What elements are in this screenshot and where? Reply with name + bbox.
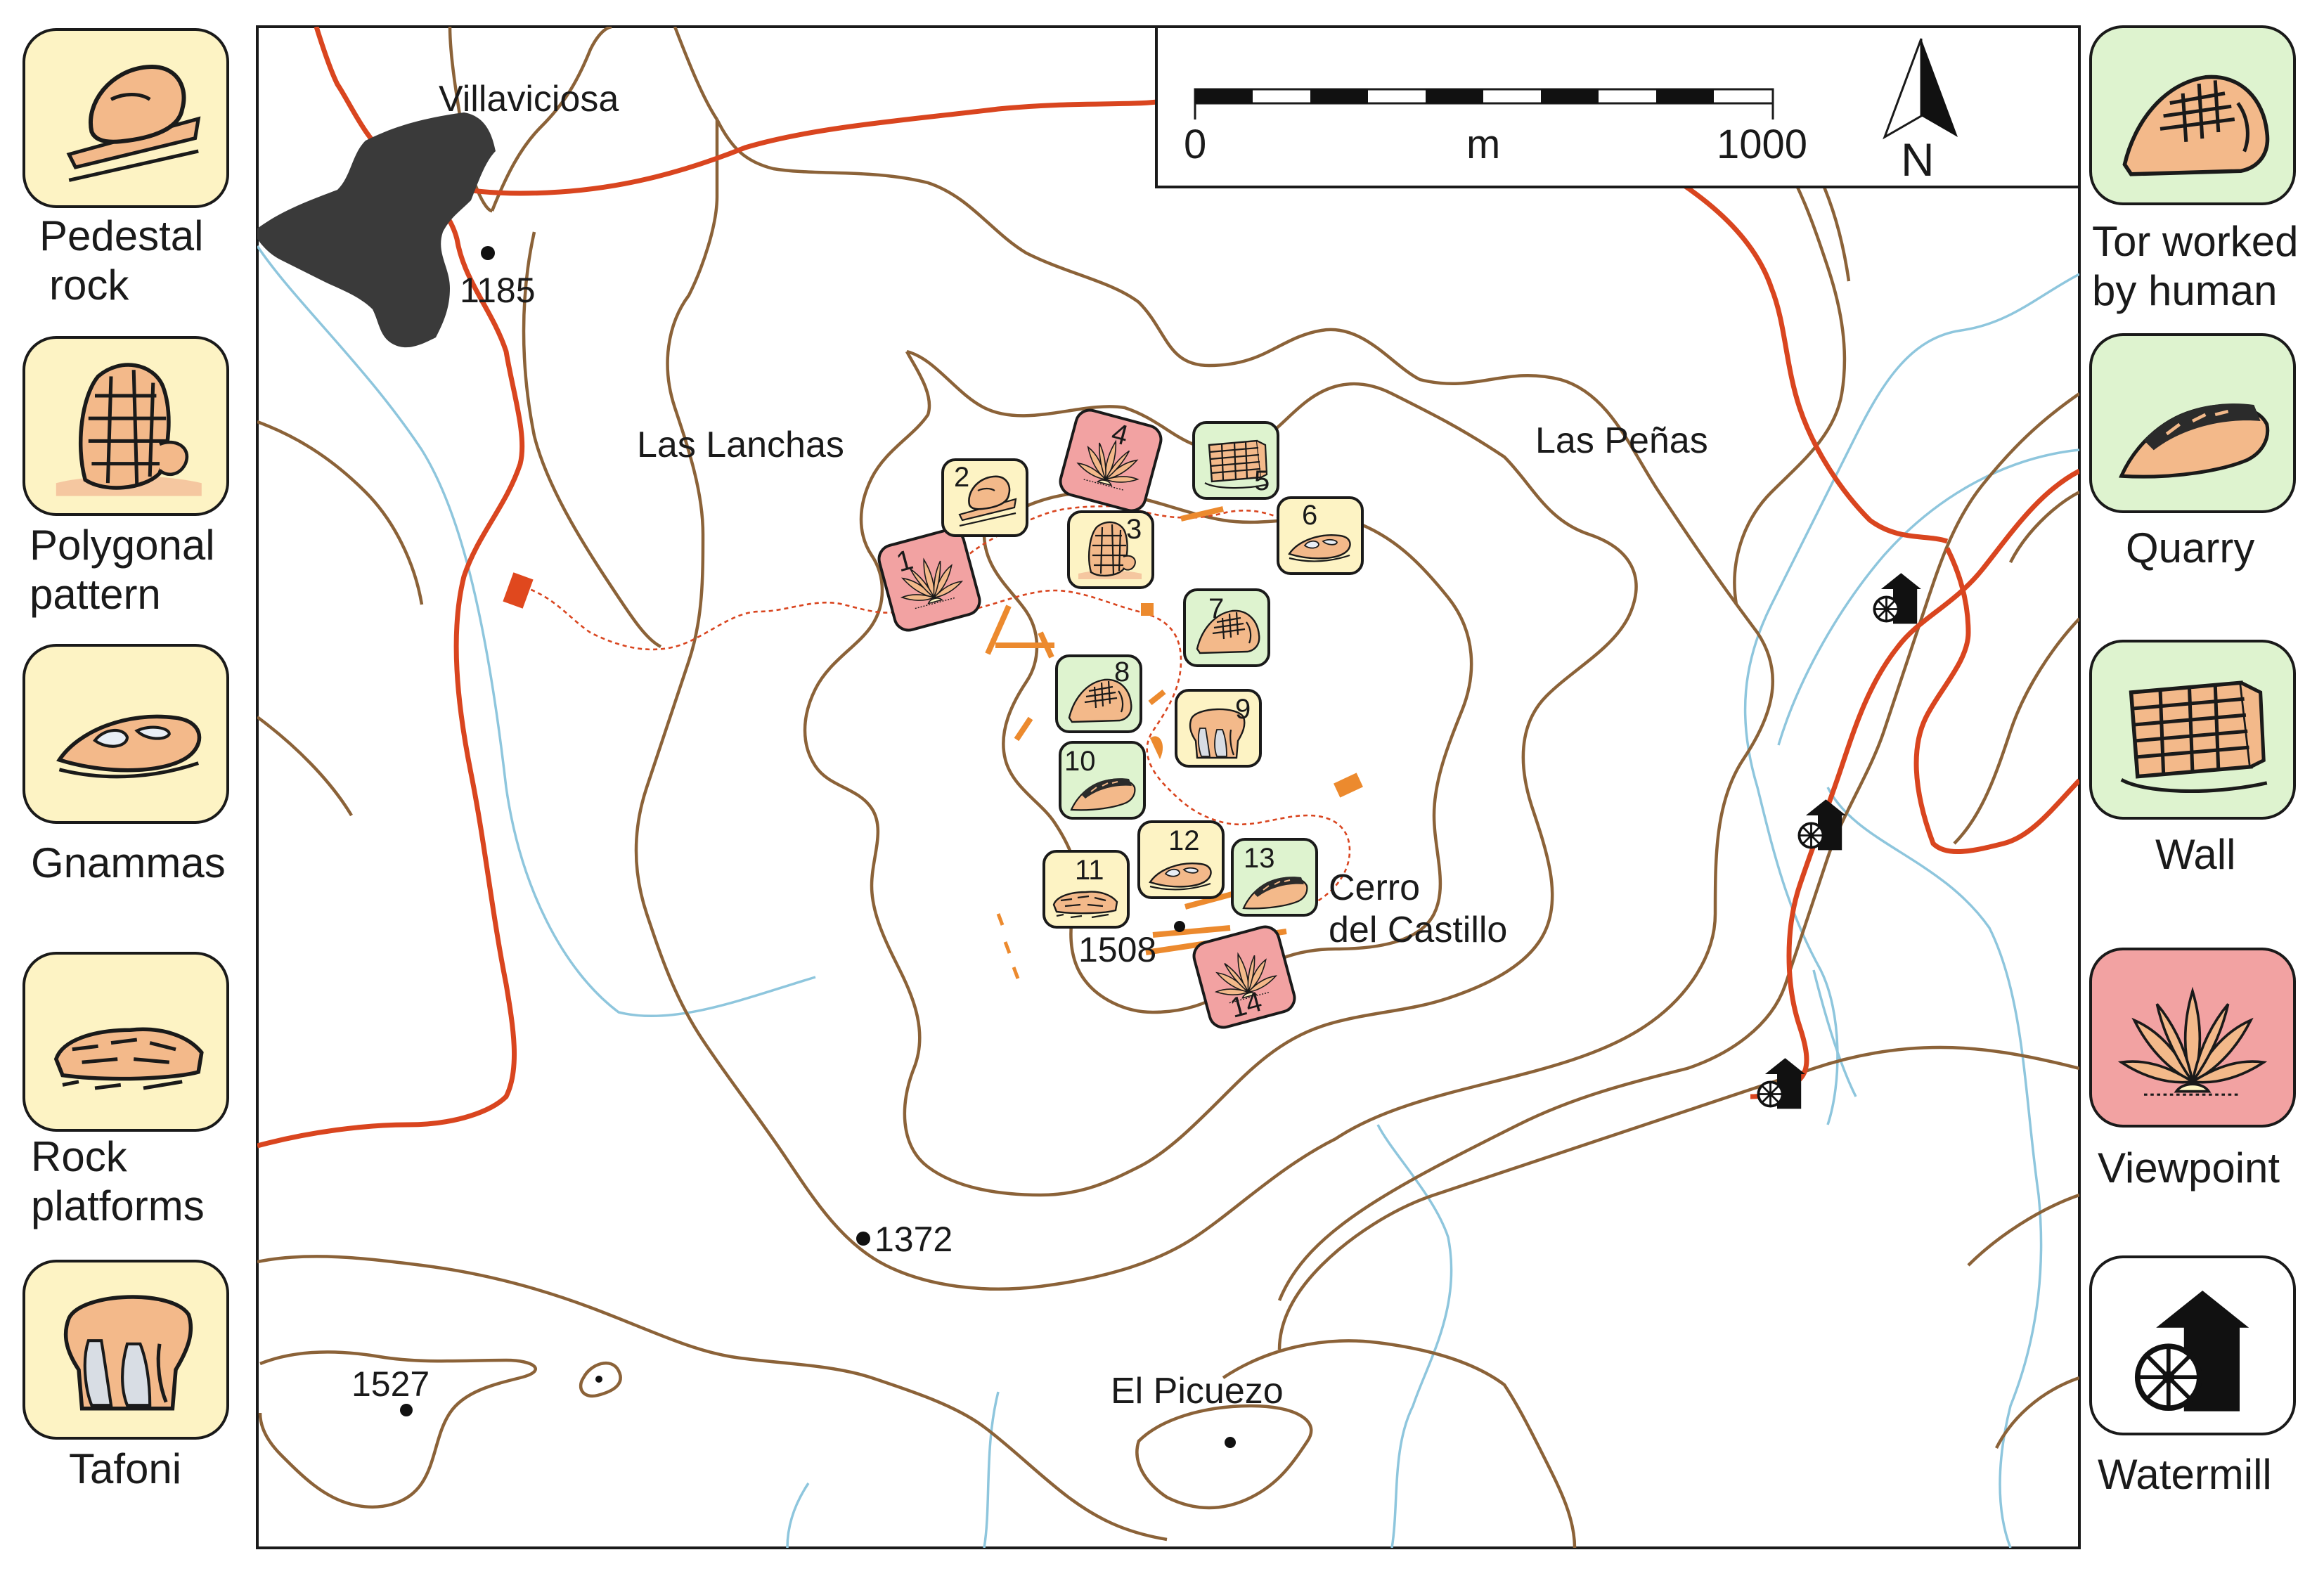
- site-2-pedestal-rock[interactable]: 2: [941, 458, 1028, 537]
- legend-item-watermill: Watermill: [2089, 1255, 2296, 1498]
- legend-label: platforms: [31, 1182, 205, 1229]
- site-number: 3: [1126, 514, 1142, 545]
- legend-label: Polygonal: [30, 522, 215, 569]
- legend-label: Rock: [31, 1133, 128, 1180]
- elevation-dot: [481, 246, 495, 260]
- legend-label: rock: [49, 261, 129, 309]
- legend-label: pattern: [30, 571, 161, 618]
- site-8-tor-worked-by-human[interactable]: 8: [1055, 654, 1142, 733]
- place-label-las-penas: Las Peñas: [1535, 420, 1708, 461]
- scale-start-label: 0: [1184, 122, 1206, 167]
- legend-label: Quarry: [2126, 524, 2254, 571]
- site-tiles: 1 2 3 4 5: [876, 407, 1364, 1031]
- site-4-viewpoint[interactable]: 4: [1057, 407, 1164, 514]
- legend-left: Pedestal rock Polygonal pattern Gnammas …: [22, 28, 229, 1492]
- legend-label: Tafoni: [69, 1445, 181, 1492]
- site-5-wall[interactable]: 5: [1192, 421, 1279, 500]
- place-label-las-lanchas: Las Lanchas: [637, 425, 844, 465]
- elevation-label: 1372: [874, 1220, 953, 1259]
- site-6-gnammas[interactable]: 6: [1277, 496, 1364, 575]
- legend-item-wall: Wall: [2089, 640, 2296, 878]
- legend-label: by human: [2092, 267, 2278, 314]
- elevation-points: 1185 1508 1372 1527: [351, 246, 1236, 1448]
- map-frame: [256, 25, 2081, 1549]
- legend-label: Tor worked: [2092, 218, 2298, 265]
- place-label-el-picuezo: El Picuezo: [1111, 1371, 1284, 1412]
- site-11-rock-platforms[interactable]: 11: [1042, 850, 1130, 929]
- site-13-quarry[interactable]: 13: [1231, 838, 1318, 917]
- legend-item-tor-worked-by-human: Tor worked by human: [2089, 25, 2298, 314]
- legend-item-tafoni: Tafoni: [22, 1260, 229, 1492]
- roads: [257, 27, 2079, 1149]
- scale-end-label: 1000: [1717, 122, 1807, 167]
- site-number: 6: [1302, 500, 1317, 531]
- place-label-cerro: Cerro: [1329, 867, 1420, 908]
- elevation-label: 1508: [1078, 930, 1156, 969]
- site-number: 5: [1254, 465, 1270, 496]
- villaviciosa-urban-area: [257, 112, 496, 348]
- trail: [523, 505, 1351, 908]
- place-label-del-castillo: del Castillo: [1329, 910, 1507, 950]
- site-number: 8: [1114, 657, 1130, 687]
- legend-item-gnammas: Gnammas: [22, 644, 229, 886]
- summit-dot: [1225, 1437, 1236, 1448]
- site-7-tor-worked-by-human[interactable]: 7: [1183, 588, 1270, 667]
- legend-item-viewpoint: Viewpoint: [2089, 948, 2296, 1191]
- scale-bar: 0 m 1000: [1184, 88, 1807, 167]
- legend-item-pedestal-rock: Pedestal rock: [22, 28, 229, 309]
- place-labels: Villaviciosa Las Lanchas Las Peñas Cerro…: [439, 79, 1708, 1412]
- rivers: [257, 245, 2079, 1548]
- legend-label: Gnammas: [31, 839, 226, 886]
- site-number: 7: [1208, 593, 1224, 624]
- legend-right: Tor worked by human Quarry Wall Viewpoin…: [2089, 25, 2298, 1498]
- north-label: N: [1901, 134, 1935, 186]
- tafoni-icon: [66, 1297, 191, 1409]
- site-number: 12: [1168, 825, 1200, 856]
- site-number: 10: [1064, 746, 1096, 777]
- legend-label: Wall: [2155, 831, 2235, 878]
- legend-item-quarry: Quarry: [2089, 333, 2296, 571]
- contour-lines: [257, 27, 2079, 1548]
- scale-unit-label: m: [1466, 122, 1500, 167]
- north-arrow-icon: N: [1883, 38, 1958, 186]
- scale-north-inset: 0 m 1000 N: [1155, 27, 2079, 188]
- site-3-polygonal-pattern[interactable]: 3: [1067, 510, 1154, 589]
- elevation-dot: [1174, 921, 1185, 932]
- elevation-dot: [856, 1232, 870, 1246]
- legend-label: Watermill: [2098, 1451, 2272, 1498]
- site-number: 9: [1235, 694, 1251, 725]
- site-12-gnammas[interactable]: 12: [1137, 820, 1225, 899]
- site-14-viewpoint[interactable]: 14: [1191, 924, 1298, 1031]
- legend-item-polygonal-pattern: Polygonal pattern: [22, 336, 229, 618]
- site-1-viewpoint[interactable]: 1: [876, 527, 983, 633]
- map-content: 1185 1508 1372 1527 Villaviciosa Las Lan…: [257, 27, 2079, 1548]
- site-number: 13: [1244, 843, 1275, 874]
- elevation-label: 1527: [351, 1364, 430, 1404]
- legend-label: Pedestal: [39, 212, 204, 259]
- place-label-villaviciosa: Villaviciosa: [439, 79, 619, 120]
- summit-dot: [595, 1376, 602, 1383]
- site-9-tafoni[interactable]: 9: [1175, 689, 1262, 768]
- legend-label: Viewpoint: [2098, 1144, 2280, 1191]
- site-10-quarry[interactable]: 10: [1059, 741, 1146, 820]
- elevation-dot: [400, 1404, 413, 1416]
- site-number: 11: [1075, 855, 1104, 886]
- site-number: 2: [954, 462, 969, 493]
- legend-item-rock-platforms: Rock platforms: [22, 952, 229, 1229]
- elevation-label: 1185: [460, 271, 536, 310]
